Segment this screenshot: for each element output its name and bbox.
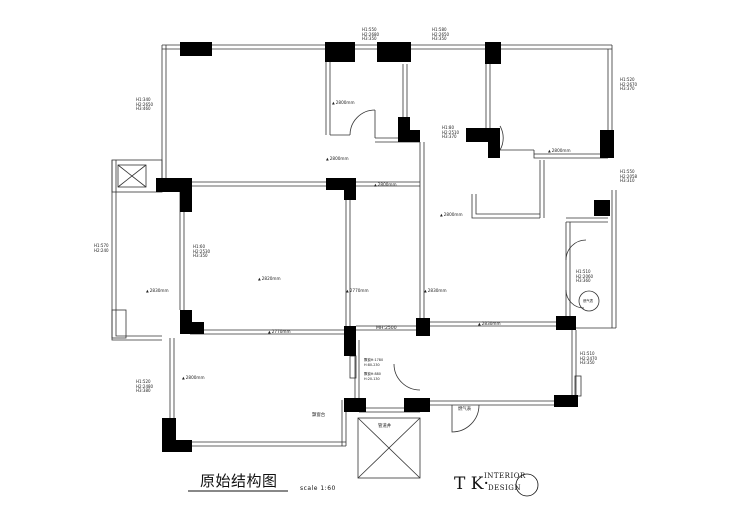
- logo-mark: T K·: [454, 474, 489, 494]
- dim-label: 2820mm: [258, 276, 281, 281]
- pipe-label: 管道井: [378, 424, 392, 429]
- height-label: H1:520 H2:2670 H3:370: [620, 77, 638, 92]
- height-label: H1:580 H2:2650 H3:350: [432, 27, 450, 42]
- dim-label: 2800mm: [182, 375, 205, 380]
- height-label: H1:60 H2:2530 H3:350: [193, 244, 211, 259]
- wall-block: [180, 42, 212, 56]
- logo-word: DESIGN: [488, 484, 521, 492]
- bay-label: 飘窗台: [312, 413, 326, 418]
- balcony-left: [111, 160, 162, 341]
- window-note: 飘窗H:1780 H:80-230: [364, 358, 384, 367]
- logo-ring-icon: [515, 473, 539, 497]
- mh-label: MH:2500: [376, 326, 397, 331]
- height-label: H1:570 H2:240: [94, 243, 109, 253]
- dim-label: 2800mm: [332, 100, 355, 105]
- dim-label: 2800mm: [548, 148, 571, 153]
- scale-label: scale 1:60: [300, 485, 336, 492]
- drawing-title: 原始结构图: [200, 472, 278, 490]
- dim-label: 2800mm: [326, 156, 349, 161]
- company-logo: T K· INTERIOR DESIGN: [454, 470, 544, 500]
- logo-word: INTERIOR: [484, 472, 526, 480]
- door-arc-1: [349, 109, 376, 136]
- dim-label: 2770mm: [268, 329, 291, 334]
- height-label: H1:80 H2:2510 H3:370: [442, 125, 460, 140]
- dim-label: 2830mm: [424, 288, 447, 293]
- title-underline: [188, 490, 288, 492]
- wall-blocks: [156, 42, 614, 452]
- shaft-box: [357, 417, 421, 479]
- dim-label: 2830mm: [478, 321, 501, 326]
- dim-label: 2800mm: [440, 212, 463, 217]
- height-label: H1:550 H2:2058 H3:310: [620, 169, 638, 184]
- meter-label: 燃气表: [583, 299, 594, 303]
- window-note: 飘窗H:880 H:20-130: [364, 372, 381, 381]
- height-label: H1:340 H2:2650 H3:460: [136, 97, 154, 112]
- height-label: H1:550 H2:2680 H3:350: [362, 27, 380, 42]
- height-label: H1:510 H2:2470 H3:350: [580, 351, 598, 366]
- height-label: H1:510 H2:2060 H3:360: [576, 269, 594, 284]
- dim-label: 2800mm: [374, 182, 397, 187]
- height-label: H1:520 H2:2480 H3:380: [136, 379, 154, 394]
- gas-label: 燃气表: [458, 407, 472, 412]
- dim-label: 2770mm: [346, 288, 369, 293]
- dim-label: 2830mm: [146, 288, 169, 293]
